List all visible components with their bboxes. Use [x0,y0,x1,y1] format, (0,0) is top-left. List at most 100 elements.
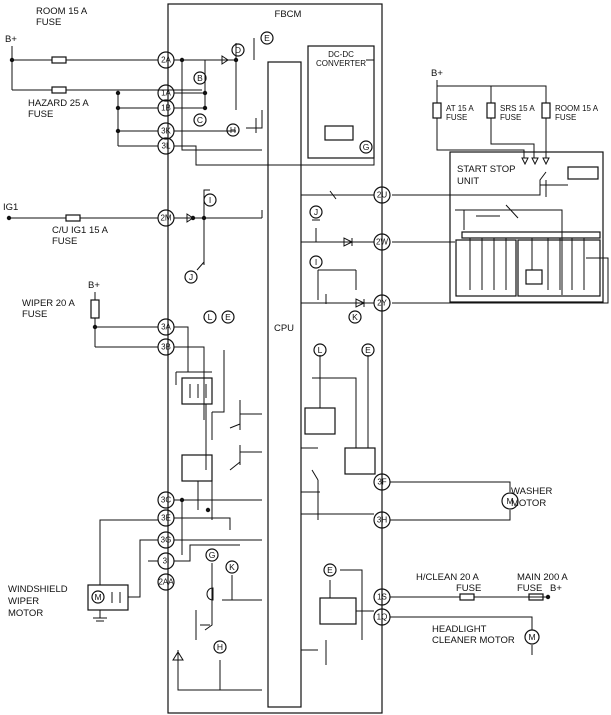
relay-3 [304,407,336,435]
h-clean-fuse [459,593,475,601]
svg-text:3C: 3C [161,496,171,505]
tag-k-right: K [348,310,362,324]
tag-h-top: H [226,123,240,137]
at-fuse [432,102,442,119]
hazard-fuse-label-2: FUSE [28,109,53,120]
terminal-3L: 3L [157,137,175,155]
svg-text:3G: 3G [161,536,172,545]
terminal-2AA: 2AA [157,573,175,591]
start-stop-block [567,166,599,180]
relay-5 [319,597,357,625]
terminal-2W: 2W [373,233,391,251]
main-fuse-label-2: FUSE [517,583,542,594]
svg-text:D: D [235,45,241,55]
start-stop-inner-box-left [455,239,517,297]
at-fuse-label-2: FUSE [446,113,467,122]
terminal-2Y: 2Y [373,294,391,312]
tag-l-right: L [313,343,327,357]
terminal-3H: 3H [373,511,391,529]
svg-text:J: J [314,207,318,217]
terminal-3B: 3B [157,338,175,356]
tag-i-left: I [203,193,217,207]
relay-2 [181,454,213,482]
windshield-motor-symbol [91,590,105,604]
cpu-block [267,61,302,708]
fbcm-module-box [167,3,383,714]
relay-1 [181,377,213,405]
svg-text:E: E [264,33,270,43]
svg-text:E: E [327,565,333,575]
tag-e-top: E [260,31,274,45]
svg-text:C: C [197,115,203,125]
svg-text:3I: 3I [163,557,170,566]
svg-text:2M: 2M [160,214,171,223]
svg-text:1B: 1B [161,104,171,113]
start-stop-unit-box [449,151,604,303]
wiper-fuse-label: WIPER 20 A [22,298,75,309]
tag-c: C [193,113,207,127]
wiper-fuse-label-2: FUSE [22,309,47,320]
tag-j-left: J [184,270,198,284]
terminal-3F: 3F [373,473,391,491]
svg-text:1A: 1A [161,89,171,98]
svg-text:H: H [217,642,223,652]
svg-text:K: K [352,312,358,322]
tag-j-right: J [309,205,323,219]
cu-ig1-fuse [65,214,81,222]
ig1-label: IG1 [3,202,18,213]
start-stop-unit-label-2: UNIT [457,176,479,187]
hazard-fuse-label: HAZARD 25 A [28,98,89,109]
tag-e-left: E [221,310,235,324]
svg-text:2W: 2W [376,238,388,247]
tag-k-bottom: K [225,560,239,574]
washer-motor [501,492,519,510]
tag-b: B [193,71,207,85]
svg-text:2AA: 2AA [158,578,174,587]
headlight-cleaner-motor [524,629,540,645]
terminal-3I: 3I [157,552,175,570]
terminal-3G: 3G [157,531,175,549]
windshield-wiper-motor-label-2: WIPER [8,596,39,607]
washer-motor-label-1: WASHER [511,486,552,497]
hazard-fuse [51,86,67,94]
headlight-cleaner-motor-label-2: CLEANER MOTOR [432,635,515,646]
tag-i-right: I [309,255,323,269]
windshield-wiper-motor-label-3: MOTOR [8,608,43,619]
cu-ig1-fuse-label: C/U IG1 15 A [52,225,109,236]
svg-text:G: G [363,142,370,152]
start-stop-unit-label-1: START STOP [457,164,515,175]
converter-label-line2: CONVERTER [316,59,366,68]
wiper-fuse [90,299,100,319]
b-plus-label-start-stop: B+ [431,68,443,79]
svg-text:3K: 3K [161,127,171,136]
srs-fuse-label-2: FUSE [500,113,521,122]
terminal-3A: 3A [157,318,175,336]
svg-text:2Y: 2Y [377,299,387,308]
room-fuse-2-label-2: FUSE [555,113,576,122]
terminal-3C: 3C [157,491,175,509]
cpu-label: CPU [274,323,294,334]
terminal-1Q: 1Q [373,608,391,626]
svg-text:2U: 2U [377,191,387,200]
terminal-1S: 1S [373,588,391,606]
cu-ig1-fuse-label-2: FUSE [52,236,77,247]
h-clean-fuse-label: H/CLEAN 20 A [416,572,479,583]
svg-text:H: H [230,125,236,135]
terminal-2M: 2M [157,209,175,227]
svg-text:G: G [209,550,216,560]
washer-motor-letter: M [506,496,513,506]
svg-text:E: E [225,312,231,322]
svg-text:3L: 3L [162,142,171,151]
fbcm-title: FBCM [275,9,302,20]
room-fuse [51,56,67,64]
svg-text:3H: 3H [377,516,387,525]
headlight-cleaner-motor-label-1: HEADLIGHT [432,624,487,635]
svg-text:3A: 3A [161,323,171,332]
converter-label-line1: DC-DC [328,50,354,59]
headlight-motor-letter: M [528,632,535,642]
svg-text:L: L [208,312,213,322]
h-clean-fuse-label-2: FUSE [456,583,481,594]
terminal-2A: 2A [157,51,175,69]
svg-text:I: I [209,195,211,205]
